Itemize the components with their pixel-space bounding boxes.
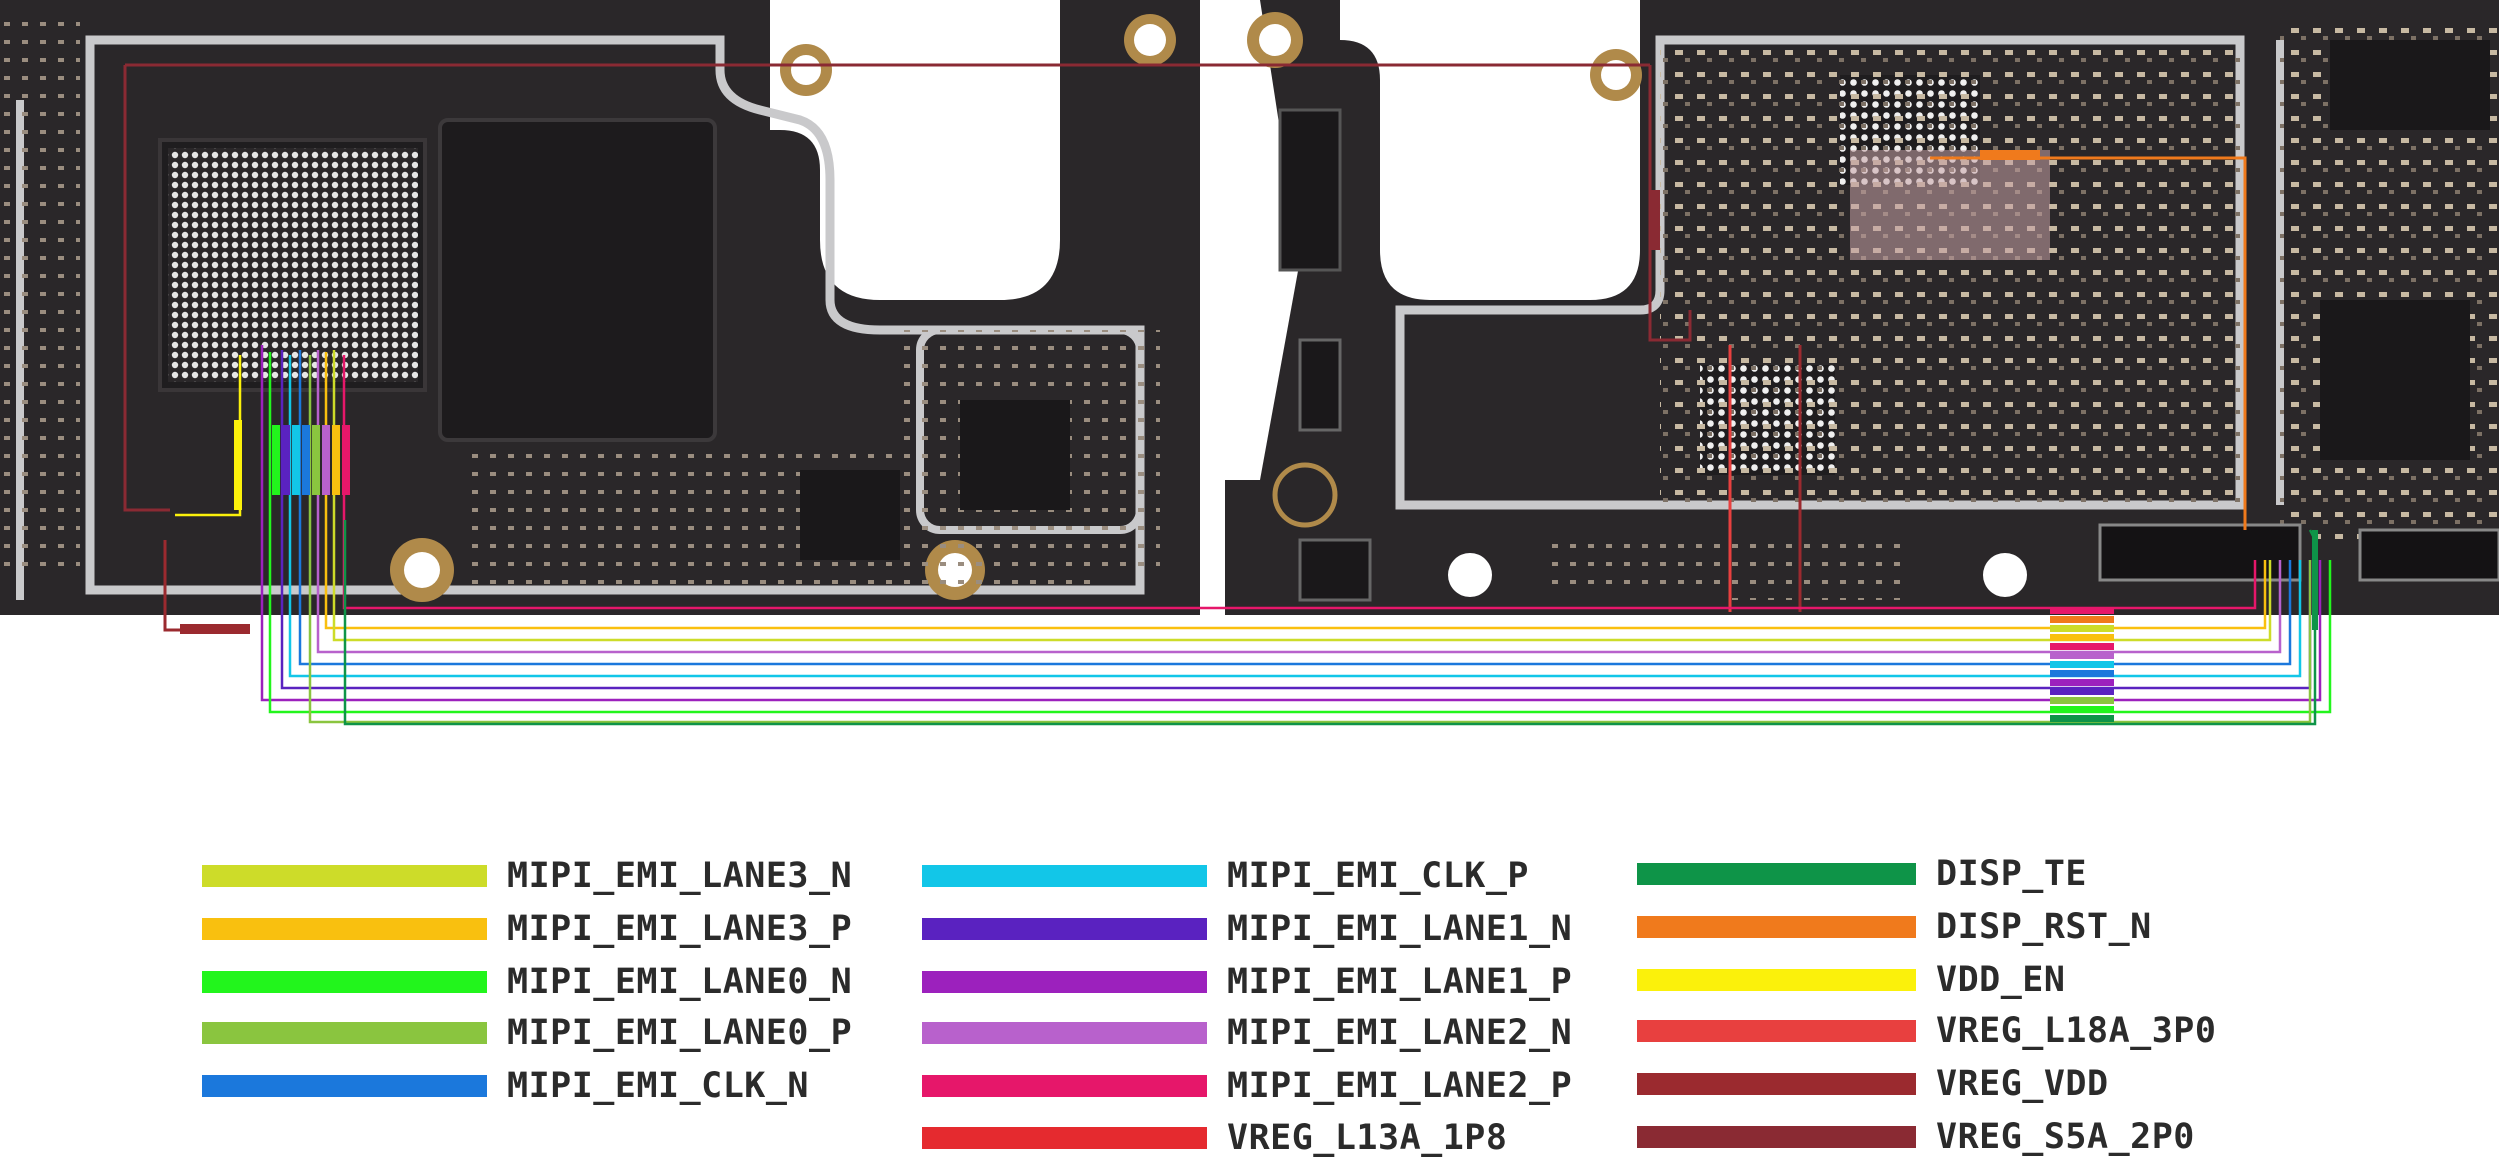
legend-item: VREG_L18A_3P0 xyxy=(1637,1011,2217,1051)
legend-item: MIPI_EMI_LANE3_P xyxy=(202,909,853,949)
signal-legend: MIPI_EMI_LANE3_N MIPI_EMI_LANE3_P MIPI_E… xyxy=(0,820,2499,1176)
legend-item: VREG_L13A_1P8 xyxy=(922,1118,1508,1158)
legend-swatch xyxy=(202,1075,487,1097)
legend-label: MIPI_EMI_LANE2_N xyxy=(1227,1013,1573,1053)
legend-label: MIPI_EMI_LANE1_N xyxy=(1227,909,1573,949)
legend-item: MIPI_EMI_LANE1_N xyxy=(922,909,1573,949)
right-board xyxy=(1225,0,2499,615)
legend-label: MIPI_EMI_LANE1_P xyxy=(1227,962,1573,1002)
legend-label: MIPI_EMI_LANE3_N xyxy=(507,856,853,896)
legend-swatch xyxy=(202,918,487,940)
fanout-bars xyxy=(234,420,350,510)
legend-label: MIPI_EMI_LANE0_N xyxy=(507,962,853,1002)
legend-item: DISP_TE xyxy=(1637,854,2088,894)
legend-swatch xyxy=(922,918,1207,940)
legend-label: VREG_VDD xyxy=(1936,1064,2109,1104)
legend-label: MIPI_EMI_LANE2_P xyxy=(1227,1066,1573,1106)
legend-swatch xyxy=(922,1127,1207,1149)
legend-item: MIPI_EMI_LANE3_N xyxy=(202,856,853,896)
legend-swatch xyxy=(202,971,487,993)
legend-item: VREG_S5A_2P0 xyxy=(1637,1117,2195,1157)
legend-swatch xyxy=(202,1022,487,1044)
legend-swatch xyxy=(1637,1020,1916,1042)
legend-swatch xyxy=(922,1022,1207,1044)
legend-item: MIPI_EMI_CLK_N xyxy=(202,1066,810,1106)
legend-label: VDD_EN xyxy=(1936,960,2066,1000)
legend-swatch xyxy=(1637,916,1916,938)
pcb-board-diagram xyxy=(0,0,2499,726)
legend-item: MIPI_EMI_LANE0_P xyxy=(202,1013,853,1053)
legend-label: DISP_TE xyxy=(1936,854,2088,894)
legend-item: MIPI_EMI_LANE2_N xyxy=(922,1013,1573,1053)
legend-label: MIPI_EMI_LANE3_P xyxy=(507,909,853,949)
legend-swatch xyxy=(922,971,1207,993)
legend-swatch xyxy=(1637,1073,1916,1095)
connector-label-chips xyxy=(2050,607,2114,722)
legend-item: MIPI_EMI_LANE1_P xyxy=(922,962,1573,1002)
legend-item: MIPI_EMI_CLK_P xyxy=(922,856,1530,896)
legend-label: MIPI_EMI_CLK_N xyxy=(507,1066,810,1106)
legend-swatch xyxy=(1637,969,1916,991)
legend-swatch xyxy=(1637,1126,1916,1148)
legend-swatch xyxy=(1637,863,1916,885)
legend-item: MIPI_EMI_LANE2_P xyxy=(922,1066,1573,1106)
legend-label: VREG_L13A_1P8 xyxy=(1227,1118,1508,1158)
legend-item: MIPI_EMI_LANE0_N xyxy=(202,962,853,1002)
legend-label: DISP_RST_N xyxy=(1936,907,2152,947)
legend-swatch xyxy=(922,865,1207,887)
left-board xyxy=(0,0,1220,615)
signal-traces xyxy=(175,345,2332,726)
legend-label: VREG_L18A_3P0 xyxy=(1936,1011,2217,1051)
legend-item: DISP_RST_N xyxy=(1637,907,2152,947)
legend-swatch xyxy=(922,1075,1207,1097)
legend-label: MIPI_EMI_CLK_P xyxy=(1227,856,1530,896)
legend-label: VREG_S5A_2P0 xyxy=(1936,1117,2195,1157)
legend-item: VDD_EN xyxy=(1637,960,2066,1000)
legend-swatch xyxy=(202,865,487,887)
legend-item: VREG_VDD xyxy=(1637,1064,2109,1104)
legend-label: MIPI_EMI_LANE0_P xyxy=(507,1013,853,1053)
